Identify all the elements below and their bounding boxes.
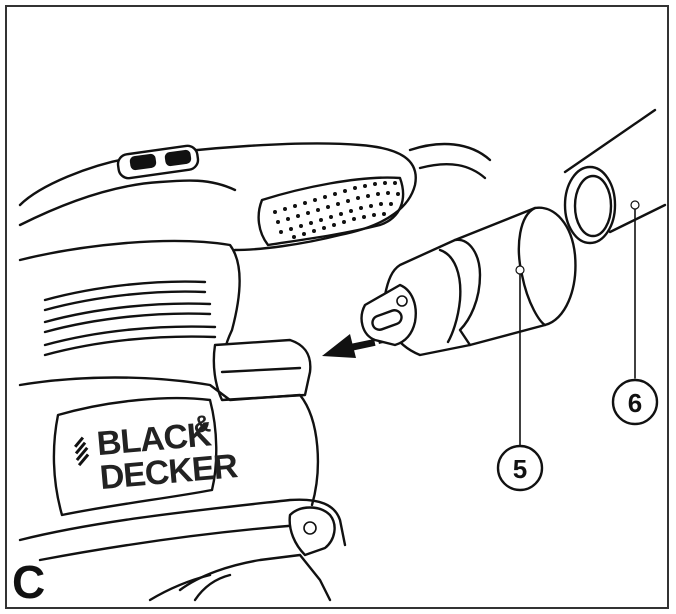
- grip-pad: [257, 176, 405, 247]
- vent-slot-3b: [43, 335, 217, 357]
- figure-frame: [5, 5, 669, 609]
- vent-slot-3: [43, 325, 217, 347]
- adaptor-cylinder: [453, 206, 577, 347]
- power-cord-upper: [408, 142, 492, 162]
- vent-slot-1b: [43, 290, 207, 312]
- vent-slot-1: [43, 280, 207, 302]
- panel-label: C: [12, 556, 45, 608]
- callout-5: 5: [496, 444, 544, 492]
- arrow-head: [322, 334, 356, 358]
- grip-dots: [273, 181, 400, 239]
- hose-top-line: [563, 108, 657, 174]
- callout-5-label: 5: [513, 454, 527, 484]
- handle-inner-line: [18, 179, 237, 227]
- switch-button-left: [129, 153, 157, 171]
- adaptor-outlet-slot: [371, 309, 403, 331]
- hose-bottom-line: [608, 203, 667, 234]
- motor-housing-top: [18, 239, 241, 367]
- power-cord-lower: [418, 162, 487, 180]
- base-plate-top: [18, 498, 347, 547]
- clamp-spring: [193, 573, 232, 602]
- dust-extraction-adaptor: [360, 206, 577, 446]
- callout-6-dot: [630, 200, 640, 210]
- clamp-lever: [178, 553, 332, 602]
- adaptor-cylinder-rim: [517, 206, 547, 327]
- switch-button-right: [164, 149, 192, 167]
- brand-plate: [52, 396, 218, 517]
- hose-end-outer: [563, 165, 617, 245]
- adaptor-lock-hole: [396, 295, 408, 307]
- sander-illustration: BLACK & DECKER: [18, 142, 492, 602]
- vacuum-hose: [563, 108, 667, 379]
- adaptor-shoulder: [438, 248, 462, 344]
- vent-slot-2: [43, 302, 212, 324]
- base-plate-edge: [38, 523, 302, 562]
- dust-outlet-edge: [220, 366, 302, 374]
- hose-end-inner: [573, 174, 613, 238]
- callout-5-dot: [515, 265, 525, 275]
- callout-6-circle: [611, 378, 659, 426]
- logo-hexagon-icon: [74, 436, 90, 467]
- callout-6-label: 6: [628, 388, 642, 418]
- brand-amp: &: [192, 410, 212, 438]
- callout-5-circle: [496, 444, 544, 492]
- vent-slot-2b: [43, 312, 212, 334]
- callout-6: 6: [611, 378, 659, 426]
- base-front-edge: [148, 573, 212, 602]
- lower-body-contour: [18, 376, 320, 507]
- handle-top-contour: [18, 142, 417, 252]
- clamp-pivot: [303, 521, 317, 535]
